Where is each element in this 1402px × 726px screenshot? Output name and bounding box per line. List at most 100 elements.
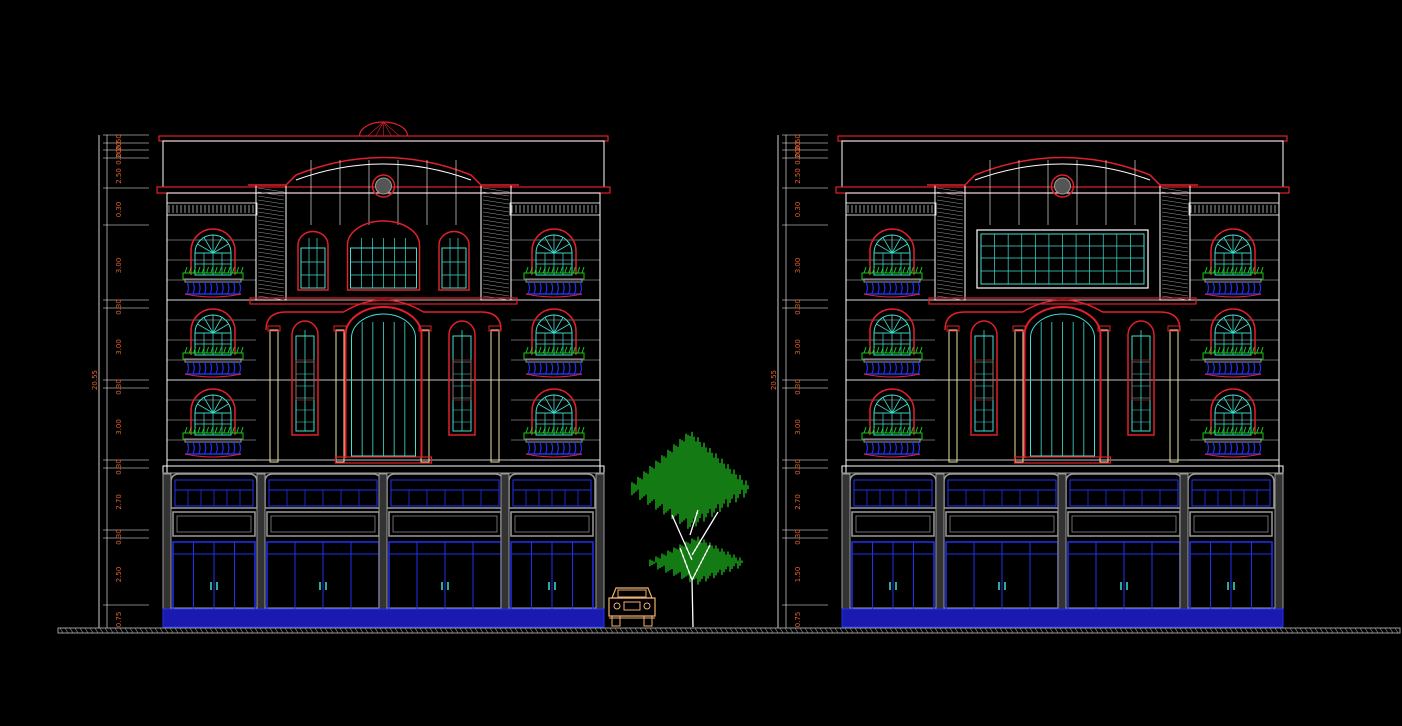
signage-panel xyxy=(270,515,376,533)
plant-stroke xyxy=(210,346,214,354)
baluster xyxy=(573,281,577,295)
stone-hatch xyxy=(936,271,964,277)
plant-stroke xyxy=(231,266,235,274)
column-shaft xyxy=(335,329,345,463)
stone-hatch xyxy=(482,235,510,241)
stone-hatch xyxy=(257,275,285,281)
balcony-cap xyxy=(184,438,242,443)
tall-window-trim xyxy=(448,320,476,436)
fanlight-spoke xyxy=(1223,317,1234,334)
oculus-glass xyxy=(375,177,392,195)
fanlight-spoke xyxy=(891,317,902,334)
stone-hatch xyxy=(936,191,964,197)
plant-stroke xyxy=(534,346,538,354)
arched-balcony-window xyxy=(523,228,585,298)
plant-stroke xyxy=(564,266,568,274)
baluster xyxy=(567,281,571,295)
ground-hatch xyxy=(914,627,919,634)
plant-stroke xyxy=(231,426,235,434)
ground-hatch xyxy=(454,627,459,634)
ground-hatch xyxy=(1059,627,1064,634)
plant-stroke xyxy=(231,346,235,354)
plant-stroke xyxy=(525,266,529,274)
window-arch-trim xyxy=(869,228,915,275)
ground-hatch xyxy=(1109,627,1114,634)
ground-hatch xyxy=(709,627,714,634)
ground-hatch xyxy=(974,627,979,634)
baluster xyxy=(1223,361,1227,375)
ground-hatch xyxy=(584,627,589,634)
dimension-label: 0.30 xyxy=(794,459,802,475)
ground-hatch xyxy=(534,627,539,634)
stone-hatch xyxy=(482,195,510,201)
plant-stroke xyxy=(885,426,889,434)
baluster xyxy=(1218,281,1221,295)
plant-stroke xyxy=(1208,346,1212,354)
plant-stroke xyxy=(1234,426,1238,434)
stone-hatch xyxy=(257,283,285,289)
arched-balcony-window xyxy=(523,308,585,378)
ground-hatch xyxy=(1194,627,1199,634)
fanlight-spoke xyxy=(544,397,555,414)
plant-stroke xyxy=(1251,266,1255,274)
plant-stroke xyxy=(534,426,538,434)
ground-hatch xyxy=(379,627,384,634)
car xyxy=(608,587,656,627)
ground-hatch xyxy=(939,627,944,634)
fanlight-spoke xyxy=(212,323,229,334)
ground-hatch xyxy=(769,627,774,634)
baluster xyxy=(221,281,224,295)
stone-hatch xyxy=(1161,283,1189,289)
dimension-label: 2.70 xyxy=(794,494,802,510)
signage-panel xyxy=(176,515,252,533)
plant-stroke xyxy=(1260,266,1264,274)
plant-stroke xyxy=(910,426,914,434)
plant-stroke xyxy=(1217,426,1221,434)
ground-hatch xyxy=(1039,627,1044,634)
stone-hatch xyxy=(936,255,964,261)
baluster xyxy=(186,361,190,375)
plant-stroke xyxy=(880,426,884,434)
plant-stroke xyxy=(1256,266,1260,274)
ground-hatch xyxy=(1319,627,1324,634)
plant-stroke xyxy=(915,426,919,434)
total-height-label: 20.55 xyxy=(770,370,778,390)
baluster xyxy=(911,281,915,295)
pavilion-gable xyxy=(248,156,519,186)
baluster xyxy=(911,441,915,455)
ground-hatch xyxy=(74,627,79,634)
ground-hatch xyxy=(79,627,84,634)
stone-hatch xyxy=(257,215,285,221)
stone-hatch xyxy=(1161,259,1189,265)
stone-hatch xyxy=(257,259,285,265)
fanlight-spoke xyxy=(1232,397,1243,414)
ground-hatch xyxy=(649,627,654,634)
ground-hatch xyxy=(1184,627,1189,634)
ground-hatch xyxy=(259,627,264,634)
stone-hatch xyxy=(482,215,510,221)
ground-hatch xyxy=(884,627,889,634)
ground-hatch xyxy=(999,627,1004,634)
ground-hatch xyxy=(1099,627,1104,634)
ground-hatch xyxy=(1359,627,1364,634)
stone-hatch xyxy=(257,235,285,241)
plant-stroke xyxy=(184,346,188,354)
ground-hatch xyxy=(844,627,849,634)
ground-hatch xyxy=(1279,627,1284,634)
stone-hatch xyxy=(257,219,285,225)
ground-hatch xyxy=(1264,627,1269,634)
ground-hatch xyxy=(1379,627,1384,634)
baluster xyxy=(203,281,207,295)
column-capital xyxy=(1167,325,1181,332)
ground-hatch xyxy=(1369,627,1374,634)
ground-hatch xyxy=(924,627,929,634)
plant-stroke xyxy=(210,426,214,434)
dimension-label: 0.75 xyxy=(794,612,802,628)
stone-hatch xyxy=(257,263,285,269)
ground-hatch xyxy=(849,627,854,634)
oculus-glass xyxy=(1054,177,1071,195)
baluster xyxy=(226,281,230,295)
ground-floor-pier xyxy=(595,473,605,610)
balcony-corbel xyxy=(184,293,242,298)
plant-stroke xyxy=(889,266,893,274)
